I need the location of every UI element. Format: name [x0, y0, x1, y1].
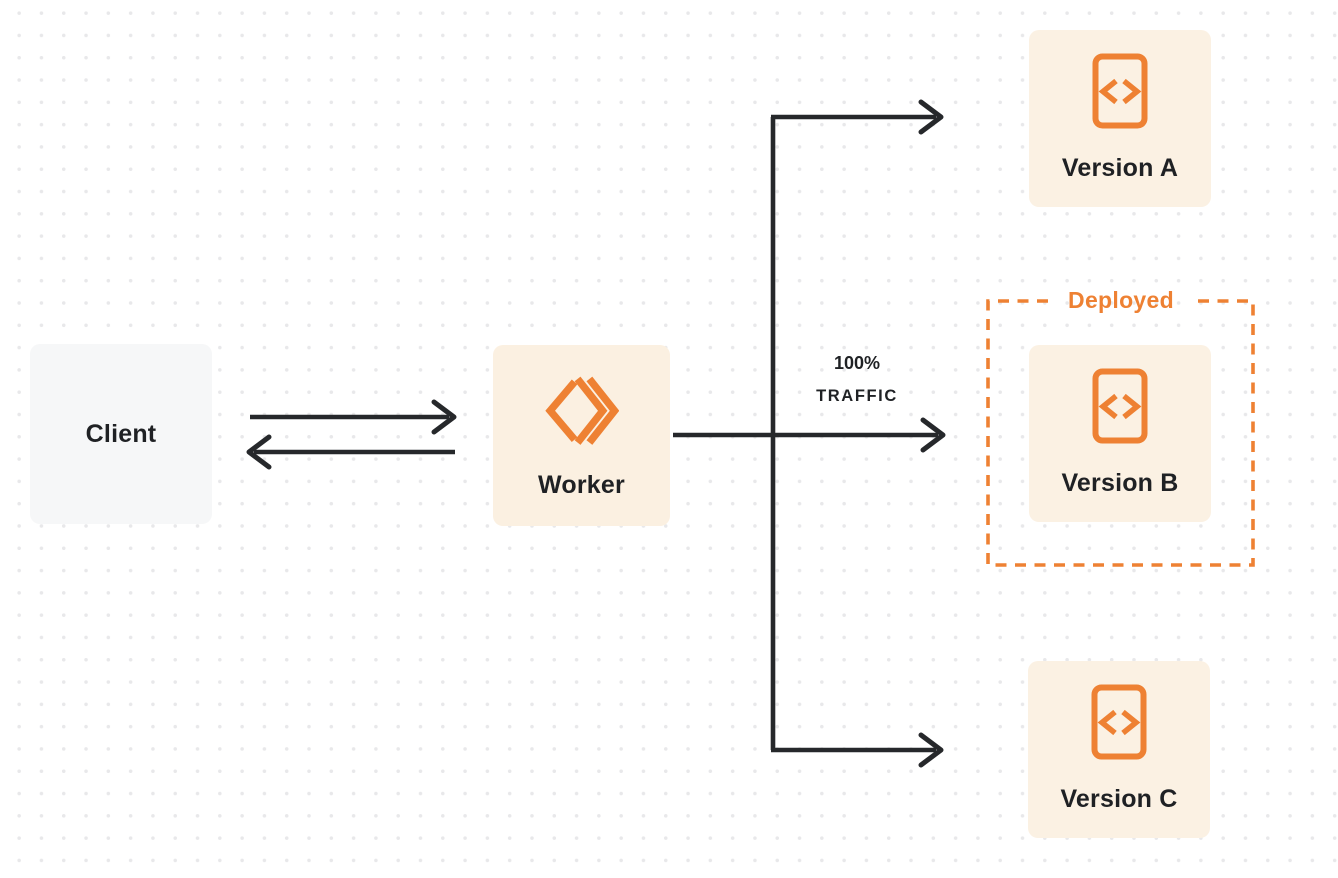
- version-a-label: Version A: [1061, 154, 1179, 182]
- deployed-label: Deployed: [1068, 287, 1174, 313]
- worker-node: Worker: [493, 345, 670, 526]
- version-c-label: Version C: [1060, 785, 1178, 813]
- client-node: Client: [30, 344, 212, 524]
- code-file-icon: [1092, 368, 1148, 444]
- branch-to-version-a-arrowhead-icon: [918, 99, 944, 135]
- traffic-word-label: TRAFFIC: [816, 387, 898, 405]
- worker-to-client-arrowhead-icon: [246, 434, 272, 470]
- client-label: Client: [85, 419, 157, 448]
- branch-to-version-c-arrowhead-icon: [918, 732, 944, 768]
- code-file-icon: [1092, 53, 1148, 129]
- version-b-label: Version B: [1061, 469, 1179, 497]
- traffic-annotation: 100% TRAFFIC: [757, 353, 957, 406]
- version-a-node: Version A: [1029, 30, 1211, 207]
- worker-label: Worker: [538, 471, 625, 499]
- code-file-icon: [1091, 684, 1147, 760]
- version-b-node: Version B: [1029, 345, 1211, 522]
- version-c-node: Version C: [1028, 661, 1210, 838]
- traffic-percent-label: 100%: [833, 353, 881, 373]
- workers-double-chevron-icon: [544, 376, 619, 445]
- worker-to-version-b-arrowhead-icon: [920, 417, 946, 453]
- client-to-worker-arrowhead-icon: [431, 399, 457, 435]
